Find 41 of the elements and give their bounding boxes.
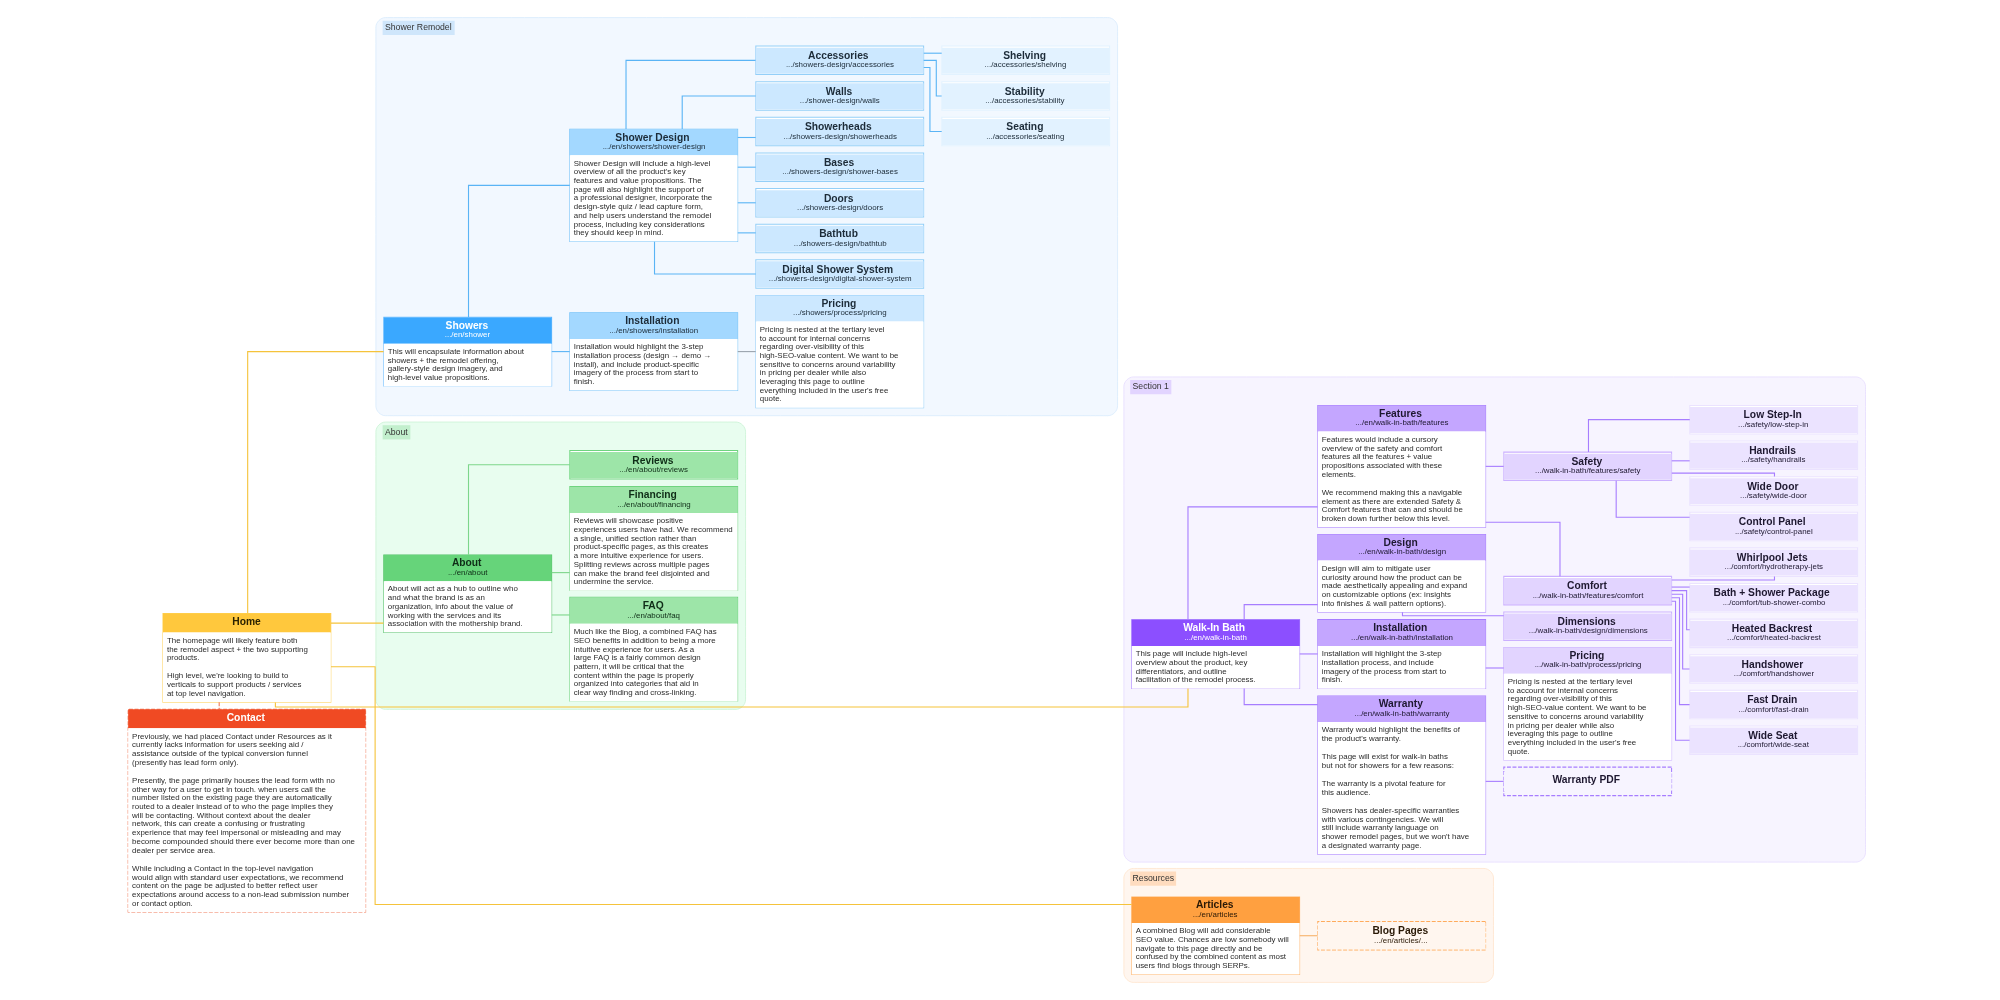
connector <box>737 202 757 204</box>
connector <box>1485 780 1505 782</box>
connector <box>625 59 757 130</box>
connector <box>247 351 385 614</box>
connector <box>1671 575 1776 581</box>
connector <box>274 687 1189 708</box>
connector <box>737 136 757 139</box>
connector <box>1187 506 1319 621</box>
connector <box>551 351 571 353</box>
connector <box>1401 611 1505 617</box>
connector <box>1485 667 1505 669</box>
connector <box>1671 586 1691 588</box>
connector <box>923 66 943 133</box>
connector <box>1671 600 1691 741</box>
connector <box>467 464 571 556</box>
connector <box>1671 460 1691 462</box>
connector <box>1299 653 1319 655</box>
connector <box>923 52 943 54</box>
connector <box>467 184 571 318</box>
connector <box>737 166 757 168</box>
connector <box>1485 465 1505 467</box>
connector <box>737 232 757 234</box>
connector <box>1243 604 1319 620</box>
connector <box>681 95 757 130</box>
connector <box>923 59 943 97</box>
connector <box>330 622 385 624</box>
connector <box>1671 590 1691 631</box>
connector <box>1615 480 1691 518</box>
connector <box>653 241 757 275</box>
connector <box>1587 419 1691 453</box>
connector <box>551 614 571 616</box>
connector <box>1243 688 1319 706</box>
connector <box>1485 521 1561 577</box>
connector <box>1671 472 1776 478</box>
connector <box>551 572 571 574</box>
connector <box>330 666 1133 905</box>
connector <box>737 351 757 353</box>
connector <box>1671 597 1691 706</box>
connector <box>218 701 220 710</box>
connector <box>1671 593 1691 670</box>
connector <box>1299 935 1319 937</box>
